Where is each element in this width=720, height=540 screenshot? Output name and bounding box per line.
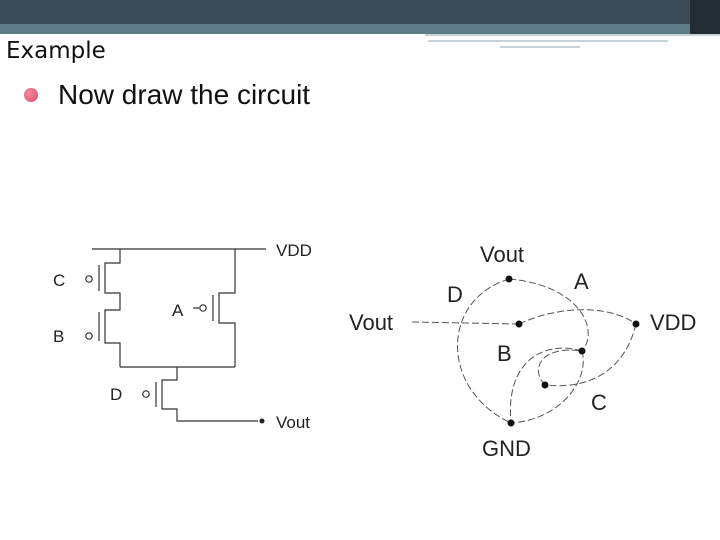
header-bar	[0, 0, 720, 24]
graph-gnd-label: GND	[482, 436, 531, 461]
branch-a	[218, 249, 236, 367]
schematic-a-label: A	[172, 301, 184, 320]
node-vout-left	[515, 320, 523, 328]
edge-vout-left	[411, 321, 520, 325]
node-c	[541, 381, 549, 389]
branch-c-b	[104, 249, 121, 367]
schematic-b-label: B	[53, 327, 64, 346]
graph-vout-top-label: Vout	[480, 242, 524, 267]
graph-a-label: A	[574, 269, 589, 294]
graph-vdd-label: VDD	[650, 310, 696, 335]
edge-vdd-vout-dash	[518, 309, 637, 325]
edge-b-left	[509, 347, 583, 424]
vout-terminal-dot	[259, 418, 265, 424]
node-vdd	[632, 320, 640, 328]
gate-c-bubble	[85, 275, 93, 283]
header-rule-2	[428, 40, 668, 42]
bullet-item: Now draw the circuit	[24, 78, 310, 112]
schematic-d-label: D	[110, 385, 122, 404]
slide-title: Example	[6, 38, 106, 64]
branch-d	[161, 367, 258, 422]
edge-vdd-c	[544, 323, 637, 387]
node-gnd	[507, 419, 515, 427]
header-rule-3	[500, 46, 580, 48]
bullet-text: Now draw the circuit	[58, 79, 311, 110]
circuit-graph	[411, 278, 637, 424]
node-b	[578, 347, 586, 355]
schematic-c-label: C	[53, 271, 65, 290]
header-corner-block	[690, 0, 720, 34]
graph-d-label: D	[447, 282, 463, 307]
schematic-vdd-label: VDD	[276, 241, 312, 260]
transistor-schematic	[85, 248, 266, 422]
edge-d-vout-gnd	[457, 278, 512, 424]
schematic-vout-label: Vout	[276, 413, 310, 432]
graph-b-label: B	[497, 341, 512, 366]
bullet-icon	[24, 88, 38, 102]
gate-d-bubble	[142, 390, 150, 398]
graph-c-label: C	[591, 390, 607, 415]
header-accent-bar	[0, 24, 720, 34]
header-rule-1	[425, 34, 720, 36]
graph-vout-left-label: Vout	[349, 310, 393, 335]
node-vout-top	[505, 275, 513, 283]
gate-b-bubble	[85, 332, 93, 340]
edge-a-vout-b	[508, 278, 589, 352]
gate-a-bubble	[199, 304, 207, 312]
